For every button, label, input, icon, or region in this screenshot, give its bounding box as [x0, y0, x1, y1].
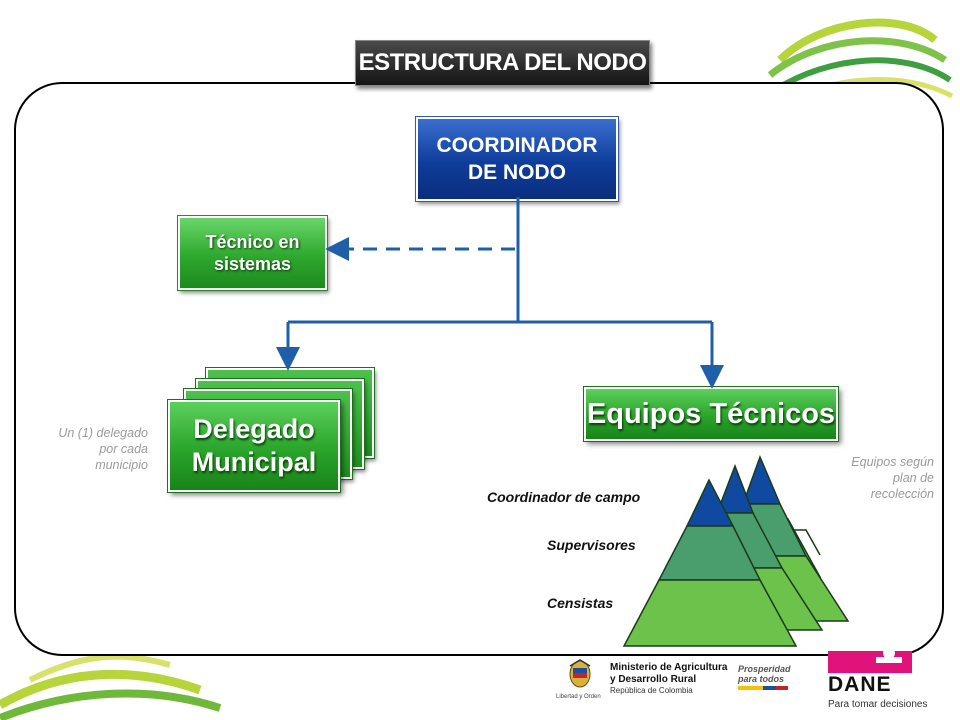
prosperidad-flag-bar — [738, 686, 788, 690]
equipos-note-line: Equipos según — [851, 455, 934, 469]
coordinator-line2: DE NODO — [467, 161, 566, 184]
coordinator-node: COORDINADOR DE NODO — [415, 116, 619, 202]
delegado-note: Un (1) delegado por cada municipio — [20, 425, 148, 473]
ministry-line: Ministerio de Agricultura — [610, 662, 728, 673]
delegado-line1: Delegado — [193, 414, 315, 444]
pyramid-label-supervisores: Supervisores — [547, 537, 636, 553]
prosperidad-line: para todos — [738, 674, 785, 684]
delegado-municipal-node: Delegado Municipal — [167, 399, 341, 493]
bottom-left-swoosh-decoration — [0, 653, 222, 720]
ministry-line: y Desarrollo Rural — [610, 674, 697, 685]
tech-systems-line1: Técnico en — [205, 232, 300, 252]
colombia-seal-logo — [569, 659, 591, 688]
prosperidad-logo: Prosperidad para todos — [738, 664, 791, 684]
ministry-subtitle: República de Colombia — [610, 686, 693, 695]
coordinator-line1: COORDINADOR — [436, 134, 598, 157]
ministry-logo-text: Ministerio de Agricultura y Desarrollo R… — [610, 662, 727, 686]
delegado-note-line: municipio — [95, 458, 148, 472]
dane-tagline: Para tomar decisiones — [828, 699, 928, 710]
libertad-orden-text: Libertad y Orden — [556, 694, 601, 700]
pyramid-label-coordinador: Coordinador de campo — [487, 489, 641, 505]
page-title: ESTRUCTURA DEL NODO — [355, 40, 650, 86]
dane-logo-text: DANE — [828, 673, 892, 696]
delegado-note-line: por cada — [99, 442, 148, 456]
dane-logo-mark — [828, 647, 912, 673]
equipos-note: Equipos según plan de recolección — [804, 454, 934, 502]
equipos-note-line: plan de — [892, 471, 934, 485]
equipos-tecnicos-node: Equipos Técnicos — [583, 386, 839, 442]
prosperidad-line: Prosperidad — [738, 664, 791, 674]
delegado-line2: Municipal — [191, 447, 317, 477]
equipos-note-line: recolección — [870, 487, 934, 501]
tech-systems-line2: sistemas — [213, 254, 292, 274]
pyramid-label-censistas: Censistas — [547, 595, 614, 611]
delegado-note-line: Un (1) delegado — [58, 426, 148, 440]
tech-systems-node: Técnico en sistemas — [177, 215, 328, 291]
